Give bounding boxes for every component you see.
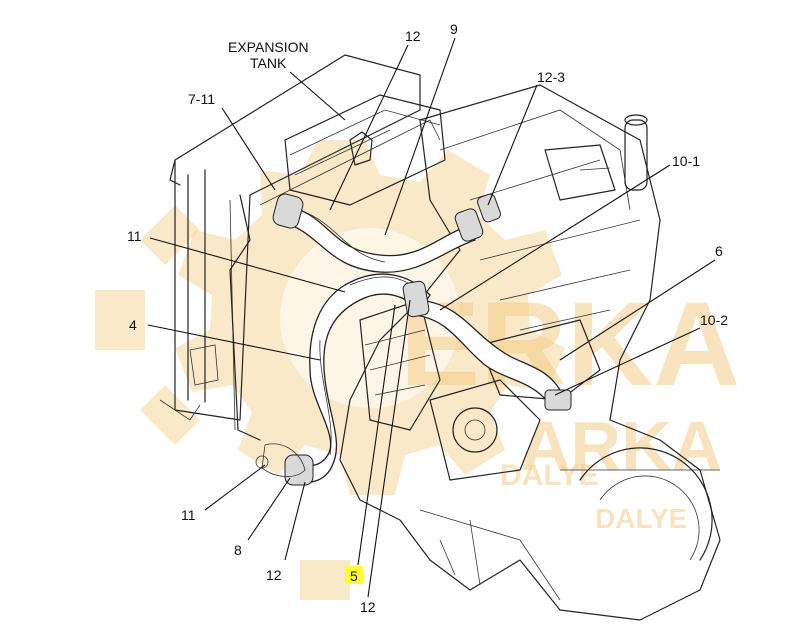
- engine-block: [339, 84, 721, 621]
- label-7-11: 7-11: [188, 91, 215, 107]
- hose-clamp-lower: [284, 454, 314, 486]
- callout-labels: EXPANSION TANK 7-11 12 9 12-3 10-1 11 6 …: [127, 21, 728, 615]
- hose-clamp-upper-right: [454, 208, 484, 242]
- label-11-left: 11: [127, 228, 142, 244]
- watermark-text-2: ARKA: [520, 407, 722, 485]
- label-expansion-tank-line2: TANK: [250, 55, 287, 71]
- label-8: 8: [234, 542, 242, 558]
- label-10-1: 10-1: [672, 153, 700, 169]
- label-4: 4: [129, 317, 137, 333]
- watermark-text-3: DALYE: [500, 459, 599, 492]
- label-12-3: 12-3: [537, 69, 565, 85]
- callout-leader-lines: [147, 37, 716, 598]
- label-12-bottom: 12: [360, 599, 376, 615]
- label-expansion-tank-line1: EXPANSION: [228, 39, 309, 55]
- hose-clamp-center: [402, 280, 430, 318]
- label-5: 5: [350, 568, 358, 584]
- hose-clamp-12-3: [477, 193, 501, 223]
- label-10-2: 10-2: [700, 312, 728, 328]
- hose-clamp-10-2: [544, 389, 572, 411]
- radiator-assembly: [159, 54, 441, 441]
- lower-radiator-hose: [255, 273, 572, 486]
- watermark-text-4: DALYE: [595, 503, 687, 534]
- label-12-top: 12: [405, 28, 421, 44]
- label-9: 9: [450, 21, 458, 37]
- label-12-bottom-left: 12: [266, 567, 282, 583]
- hose-clamp-upper-left: [272, 193, 304, 229]
- upper-radiator-hose: [272, 193, 501, 273]
- label-11-bottom: 11: [181, 507, 196, 523]
- label-6: 6: [715, 243, 723, 259]
- label-5-highlight: [345, 566, 363, 584]
